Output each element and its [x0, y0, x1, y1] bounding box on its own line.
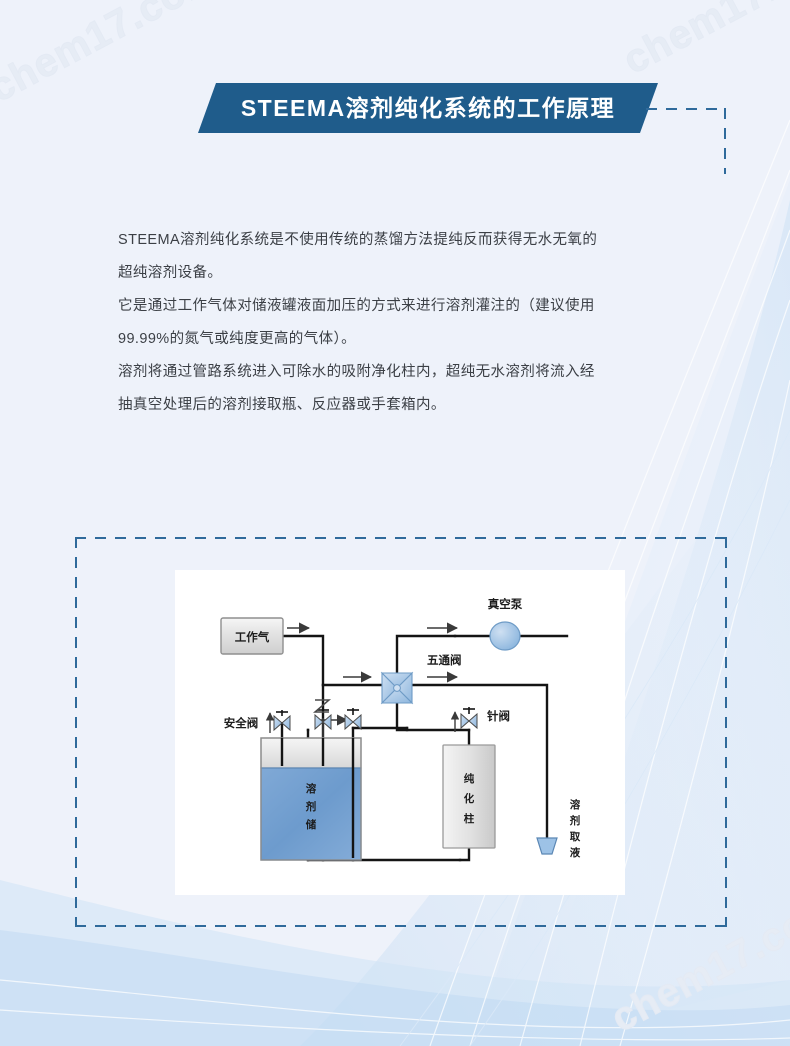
frame-edge-top — [75, 537, 727, 539]
needle-valve: 针阀 — [450, 707, 510, 732]
header-dash-horizontal — [646, 108, 726, 110]
frame-edge-bottom — [75, 925, 727, 927]
solvent-tank-label-line1: 溶 — [306, 782, 317, 795]
five-way-valve: 五通阀 — [380, 653, 462, 705]
solvent-outlet-label-line2: 剂 — [569, 814, 581, 827]
page-title-banner: STEEMA溶剂纯化系统的工作原理 — [198, 83, 658, 133]
working-gas-label: 工作气 — [235, 630, 270, 644]
intro-line-3: 它是通过工作气体对储液罐液面加压的方式来进行溶剂灌注的（建议使用 — [118, 298, 595, 314]
purification-column-label-line2: 化 — [464, 792, 475, 805]
vacuum-pump: 真空泵 — [488, 597, 523, 651]
frame-edge-left — [75, 537, 77, 927]
purification-column-label-line1: 纯 — [464, 772, 475, 785]
header-dash-vertical — [724, 108, 726, 174]
solvent-storage-tank: 溶 剂 储 — [260, 737, 362, 861]
frame-edge-right — [725, 537, 727, 927]
purification-column-label-line3: 柱 — [464, 812, 475, 825]
five-way-valve-label: 五通阀 — [427, 653, 462, 667]
needle-valve-label: 针阀 — [487, 709, 510, 723]
page-title: STEEMA溶剂纯化系统的工作原理 — [240, 94, 616, 121]
diagram-dashed-frame — [75, 537, 727, 927]
watermark-top-right: chem17.com — [616, 0, 790, 83]
gas-line-squiggle — [312, 699, 332, 713]
tank-outlet-valve — [344, 708, 362, 731]
working-gas-box: 工作气 — [220, 617, 284, 655]
process-flow-schematic: 工作气 真空泵 五通阀 安全阀 — [175, 570, 625, 895]
solvent-outlet-nozzle: 溶 剂 取 液 — [536, 798, 581, 859]
solvent-outlet-label-line4: 液 — [570, 846, 581, 859]
purification-column: 纯 化 柱 — [442, 744, 496, 849]
safety-valve-label: 安全阀 — [224, 716, 259, 730]
watermark-top-left: chem17.com — [0, 0, 226, 111]
solvent-tank-label-line3: 储 — [306, 818, 317, 831]
intro-line-6: 抽真空处理后的溶剂接取瓶、反应器或手套箱内。 — [118, 397, 446, 413]
vacuum-pump-label: 真空泵 — [488, 597, 523, 611]
solvent-outlet-label-line1: 溶 — [570, 798, 581, 811]
intro-line-4: 99.99%的氮气或纯度更高的气体）。 — [118, 331, 357, 347]
intro-paragraphs: STEEMA溶剂纯化系统是不使用传统的蒸馏方法提纯反而获得无水无氧的 超纯溶剂设… — [118, 224, 663, 422]
solvent-tank-label-line2: 剂 — [305, 800, 317, 813]
schematic-card: 工作气 真空泵 五通阀 安全阀 — [175, 570, 625, 895]
intro-line-2: 超纯溶剂设备。 — [118, 265, 223, 281]
intro-line-5: 溶剂将通过管路系统进入可除水的吸附净化柱内，超纯无水溶剂将流入经 — [118, 364, 595, 380]
solvent-outlet-label-line3: 取 — [570, 831, 581, 843]
intro-line-1: STEEMA溶剂纯化系统是不使用传统的蒸馏方法提纯反而获得无水无氧的 — [118, 232, 598, 248]
safety-valve: 安全阀 — [224, 710, 291, 733]
